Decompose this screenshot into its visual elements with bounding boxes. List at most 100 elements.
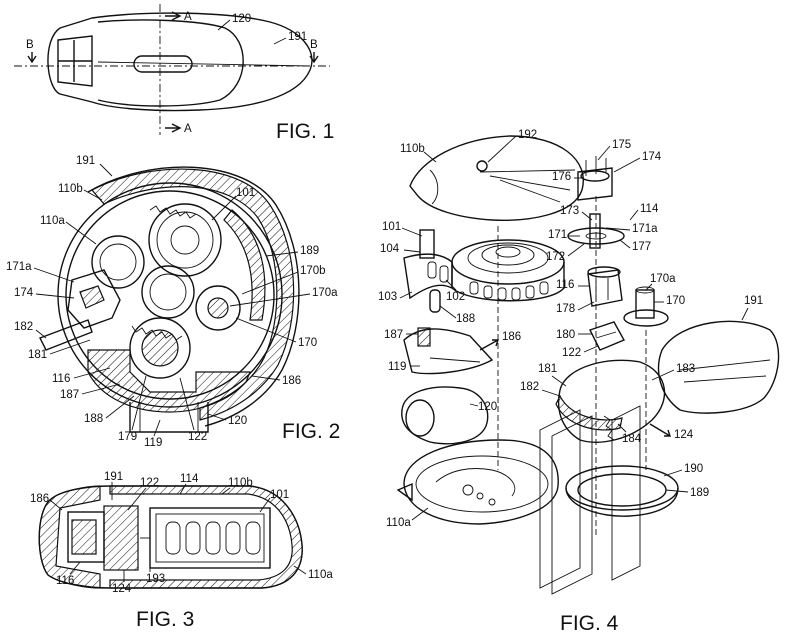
- fig2-ref-181: 181: [28, 349, 47, 361]
- fig2-ref-182: 182: [14, 321, 33, 333]
- fig3-ref-110a: 110a: [308, 569, 333, 581]
- fig3-label: FIG. 3: [136, 608, 194, 631]
- fig4-ref-170: 170: [666, 295, 685, 307]
- fig3-gear-block: [67, 511, 105, 563]
- fig2-ref-187: 187: [60, 389, 79, 401]
- fig4-tape-strip-103: [403, 253, 453, 300]
- fig4-ring-189: [577, 473, 667, 507]
- fig4-shaft-170: [623, 309, 669, 327]
- fig2-wheel-left: [91, 235, 145, 289]
- fig4-ref-190: 190: [684, 463, 703, 475]
- fig4-ref-171: 171: [548, 229, 567, 241]
- fig2-ref-191: 191: [76, 155, 95, 167]
- fig2-ref-116: 116: [52, 373, 70, 385]
- figure-4: 110b 192 175 174 176 173 114 171 171a 17…: [378, 129, 780, 635]
- fig4-ref-103: 103: [378, 291, 397, 303]
- fig4-cover-191: [657, 320, 780, 414]
- fig4-cam-174: [577, 167, 613, 201]
- fig4-ref-101: 101: [382, 221, 401, 233]
- figure-1: A A B B 120 191 FIG. 1: [14, 4, 334, 143]
- fig3-ratchet-122: [103, 505, 139, 571]
- fig4-ref-122: 122: [562, 347, 581, 359]
- fig1-housing-outline: [47, 12, 313, 112]
- fig3-ref-110b: 110b: [228, 477, 253, 489]
- fig4-ref-116: 116: [556, 279, 574, 291]
- fig4-shaft-173: [589, 213, 601, 249]
- fig4-ref-188: 188: [456, 313, 475, 325]
- fig1-window: [133, 55, 193, 73]
- fig4-ref-171a: 171a: [632, 223, 658, 235]
- fig4-base-plate-110a: [403, 439, 559, 525]
- fig4-ref-191: 191: [744, 295, 763, 307]
- fig3-ref-186: 186: [30, 493, 49, 505]
- fig2-ref-179: 179: [118, 431, 137, 443]
- fig2-ref-170a: 170a: [312, 287, 338, 299]
- fig1-ref-191: 191: [288, 31, 307, 43]
- fig2-ref-174: 174: [14, 287, 34, 299]
- fig4-ratchet-116: [587, 269, 623, 307]
- fig3-ref-116: 116: [56, 575, 74, 587]
- fig3-ref-114: 114: [180, 473, 199, 485]
- fig1-ref-a-top: A: [184, 11, 192, 23]
- fig4-pin-188: [429, 289, 441, 313]
- fig4-ref-119: 119: [388, 361, 406, 373]
- fig1-inner-cover-120: [97, 19, 244, 107]
- fig3-ref-101: 101: [270, 489, 289, 501]
- fig2-ref-170b: 170b: [300, 265, 326, 277]
- fig4-pawl-180: [589, 321, 625, 351]
- fig4-ref-187: 187: [384, 329, 403, 341]
- fig3-shell-110b: [109, 485, 303, 589]
- fig4-label: FIG. 4: [560, 612, 619, 635]
- fig3-ref-124: 124: [112, 583, 132, 595]
- fig2-ref-110b: 110b: [58, 183, 83, 195]
- fig4-top-cover-110b: [409, 135, 584, 221]
- fig4-ref-124: 124: [674, 429, 694, 441]
- fig2-ref-120: 120: [228, 415, 247, 427]
- fig2-ref-101: 101: [236, 187, 255, 199]
- fig2-mechanism-174: [67, 269, 121, 329]
- fig2-lever-182: [39, 319, 93, 351]
- fig4-ref-174: 174: [642, 151, 662, 163]
- fig1-ref-b-right: B: [310, 39, 318, 51]
- fig3-ref-191: 191: [104, 471, 123, 483]
- fig2-ref-119: 119: [144, 437, 162, 449]
- fig3-cap-186: [38, 485, 101, 589]
- fig4-ref-182: 182: [520, 381, 539, 393]
- fig3-ref-122: 122: [140, 477, 159, 489]
- fig4-ref-178: 178: [556, 303, 575, 315]
- fig4-slide-186: [403, 328, 494, 375]
- fig4-ref-110b: 110b: [400, 143, 425, 155]
- fig2-mouthpiece-120: [129, 402, 209, 433]
- fig4-ref-181: 181: [538, 363, 557, 375]
- fig4-ref-175: 175: [612, 139, 631, 151]
- fig4-clip-104: [419, 229, 435, 259]
- fig4-ref-170a: 170a: [650, 273, 676, 285]
- figure-2: 191 110b 110a 101 189 170b 170a 170 171a…: [6, 155, 340, 449]
- fig2-ref-170: 170: [298, 337, 317, 349]
- fig2-base-block: [87, 349, 251, 413]
- fig4-ref-186: 186: [502, 331, 521, 343]
- fig3-tape-101: [149, 507, 271, 569]
- fig4-ref-189: 189: [690, 487, 709, 499]
- fig1-parting-line: [97, 61, 311, 67]
- fig2-ref-189: 189: [300, 245, 319, 257]
- figure-3: 186 191 122 114 110b 101 116 124 193 110…: [30, 471, 333, 631]
- fig2-gear-center: [141, 265, 195, 319]
- fig4-ref-180: 180: [556, 329, 575, 341]
- fig2-cover-edge: [87, 166, 300, 427]
- fig4-ref-172: 172: [546, 251, 565, 263]
- fig4-ring-190: [565, 465, 679, 511]
- fig4-ring-181: [557, 359, 666, 443]
- fig1-mouthpiece: [57, 35, 93, 87]
- fig4-ref-110a: 110a: [386, 517, 411, 529]
- fig4-ref-114: 114: [640, 203, 659, 215]
- fig2-gear-101: [148, 203, 222, 277]
- fig4-ref-177: 177: [632, 241, 651, 253]
- fig1-ref-a-bottom: A: [184, 123, 192, 135]
- fig4-cover-hole-192: [476, 160, 488, 172]
- fig4-ref-183: 183: [676, 363, 695, 375]
- fig3-ref-193: 193: [146, 573, 165, 585]
- fig1-ref-b-left: B: [26, 39, 34, 51]
- fig4-ref-120: 120: [478, 401, 497, 413]
